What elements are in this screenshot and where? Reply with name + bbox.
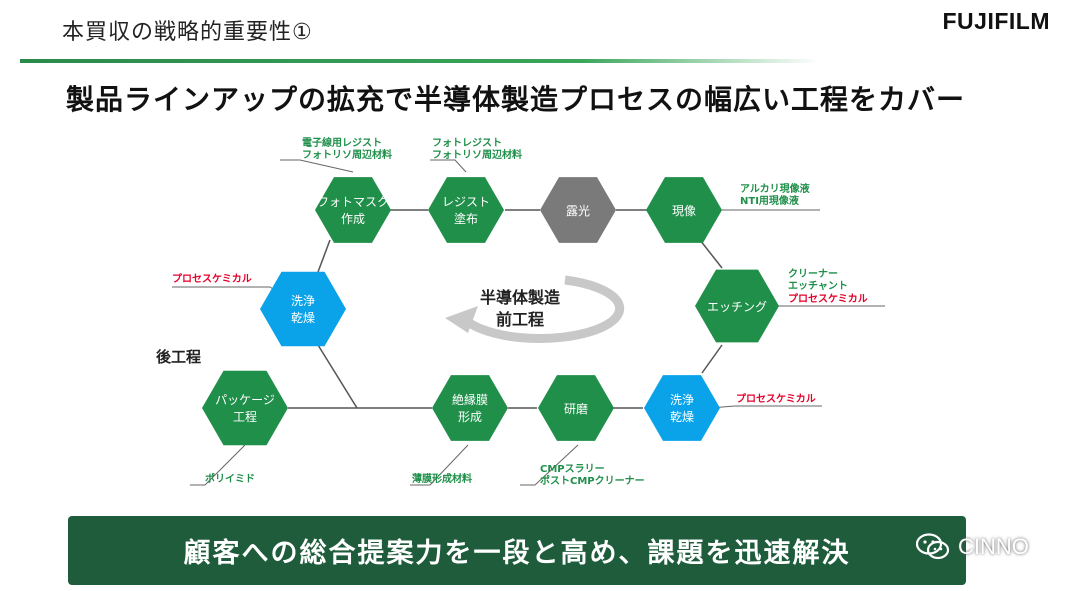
cycle-arrow-icon xyxy=(445,275,625,343)
callout-etching-red: プロセスケミカル xyxy=(788,292,868,305)
node-develop: 現像 xyxy=(646,177,722,243)
hexagon-shape xyxy=(646,177,722,243)
callout-insulation: 薄膜形成材料 xyxy=(412,472,472,485)
callout-line-polish xyxy=(520,444,579,486)
node-exposure: 露光 xyxy=(540,177,616,243)
slide-title: 本買収の戦略的重要性① xyxy=(62,20,313,45)
connector-lines xyxy=(288,209,723,409)
node-label: 洗浄 xyxy=(670,393,694,407)
hexagon-shape xyxy=(432,375,508,441)
node-label: 作成 xyxy=(341,212,365,226)
node-label: エッチング xyxy=(707,300,767,314)
callout-texts: 電子線用レジスト フォトリソ周辺材料 フォトレジスト フォトリソ周辺材料 アルカ… xyxy=(172,136,868,487)
callout-clean-left: プロセスケミカル xyxy=(172,272,252,285)
connector-cleanleft-junction xyxy=(317,344,358,409)
node-label: 乾燥 xyxy=(670,410,694,424)
watermark: CINNO xyxy=(916,533,1029,561)
fujifilm-logo: FUJIFILM xyxy=(942,8,1050,34)
node-label: 工程 xyxy=(233,409,257,424)
center-label-line2: 前工程 xyxy=(496,310,544,329)
hexagon-shape xyxy=(695,269,779,343)
callout-clean-right: プロセスケミカル xyxy=(736,392,816,405)
connector-photomask-cleanleft xyxy=(317,239,331,273)
node-label: 塗布 xyxy=(454,211,478,226)
hexagon-shape xyxy=(644,375,720,441)
callout-develop-1: アルカリ現像液 xyxy=(740,182,810,195)
connector-develop-etching xyxy=(699,239,723,269)
callout-line-insulation xyxy=(410,444,469,486)
callout-line-photomask xyxy=(280,159,354,173)
headline: 製品ラインアップの拡充で半導体製造プロセスの幅広い工程をカバー xyxy=(66,83,966,116)
callout-etching-1: クリーナー xyxy=(788,268,838,280)
node-label: 洗浄 xyxy=(291,294,315,308)
node-etching: エッチング xyxy=(695,269,779,343)
node-label: 絶縁膜 xyxy=(452,392,488,407)
connector-etching-clean xyxy=(701,344,723,374)
callout-photomask-2: フォトリソ周辺材料 xyxy=(302,148,392,161)
node-label: 形成 xyxy=(458,410,482,424)
title-divider xyxy=(20,59,820,63)
hexagon-shape xyxy=(315,177,391,243)
hexagon-shape xyxy=(202,370,288,446)
callout-line-clean-right xyxy=(709,405,822,409)
process-nodes: フォトマスク作成レジスト塗布露光現像エッチング洗浄乾燥研磨絶縁膜形成パッケージ工… xyxy=(202,177,779,446)
node-label: パッケージ xyxy=(215,393,275,407)
callout-polish-2: ポストCMPクリーナー xyxy=(540,474,645,487)
callout-polish-1: CMPスラリー xyxy=(540,463,605,475)
callout-package: ポリイミド xyxy=(205,472,255,485)
node-label: レジスト xyxy=(442,195,490,209)
summary-banner: 顧客への総合提案力を一段と高め、課題を迅速解決 xyxy=(68,516,966,585)
node-label: フォトマスク xyxy=(317,195,389,209)
node-label: 乾燥 xyxy=(291,311,315,325)
back-process-label: 後工程 xyxy=(155,348,201,366)
watermark-text: CINNO xyxy=(958,534,1029,559)
callout-line-resist xyxy=(430,159,467,173)
hexagon-shape xyxy=(260,271,346,347)
hexagon-shape xyxy=(538,375,614,441)
node-label: 研磨 xyxy=(564,402,588,416)
node-polish: 研磨 xyxy=(538,375,614,441)
callout-resist-2: フォトリソ周辺材料 xyxy=(432,148,522,161)
banner-text: 顧客への総合提案力を一段と高め、課題を迅速解決 xyxy=(183,538,851,569)
center-label-line1: 半導体製造 xyxy=(480,288,561,307)
callout-etching-2: エッチャント xyxy=(788,280,848,292)
callout-develop-2: NTI用現像液 xyxy=(740,194,799,207)
hexagon-shape xyxy=(428,177,504,243)
node-label: 現像 xyxy=(672,204,696,218)
hexagon-shape xyxy=(540,177,616,243)
callout-resist-1: フォトレジスト xyxy=(432,137,502,149)
callout-photomask-1: 電子線用レジスト xyxy=(302,136,382,149)
wechat-icon xyxy=(916,533,950,560)
callout-line-package xyxy=(190,444,246,486)
node-label: 露光 xyxy=(566,204,590,218)
